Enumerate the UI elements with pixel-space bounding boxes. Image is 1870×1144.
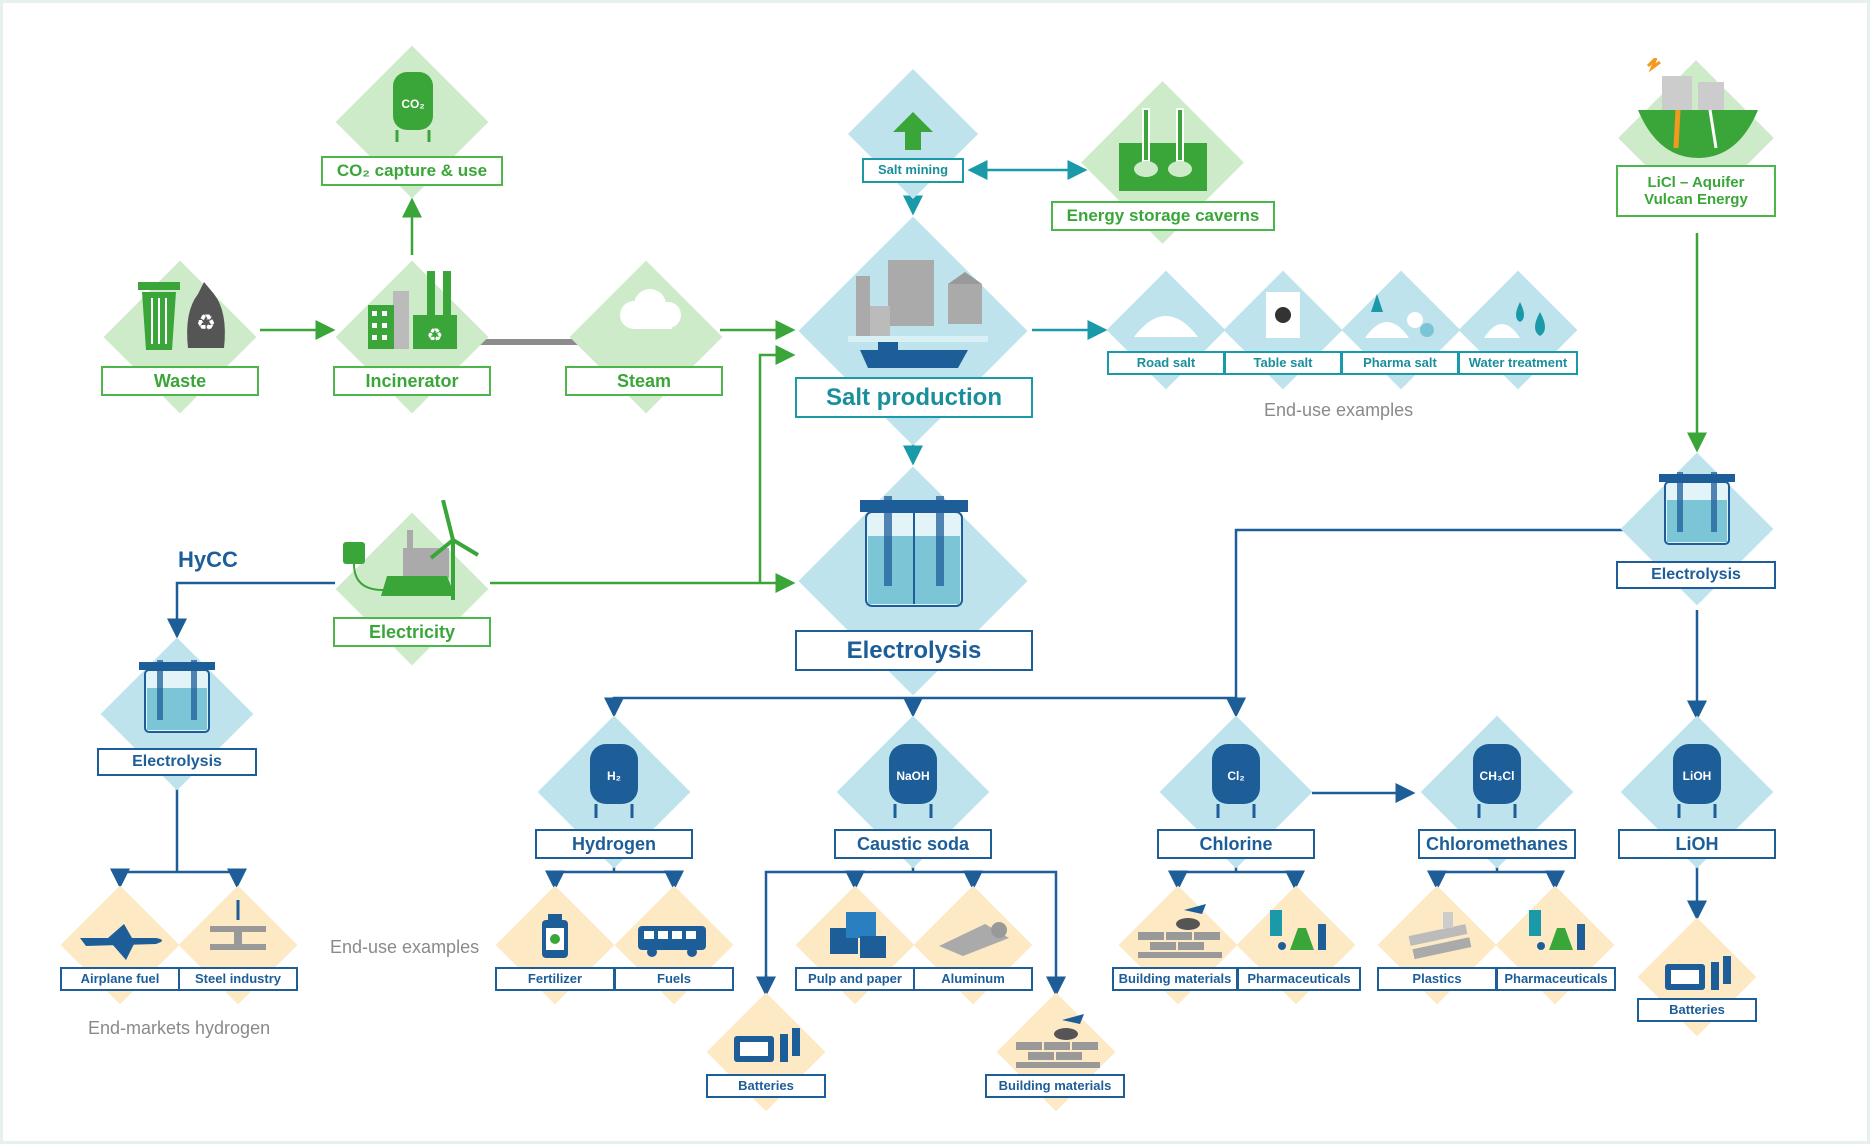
building-caustic-label: Building materials [985,1074,1125,1098]
salt-production-label: Salt production [795,377,1033,418]
licl-aquifer-icon [1638,58,1758,158]
hydrogen-tank-icon: H₂ [590,744,638,818]
chloromethanes-label: Chloromethanes [1418,829,1576,859]
bricks-chlorine-icon [1138,904,1222,958]
chlorine-tank-icon: Cl₂ [1212,744,1260,818]
plastic-pipes-icon [1408,912,1472,960]
electrolysis-branch-line [612,696,1246,718]
aluminum-label: Aluminum [913,967,1033,991]
pharma-flasks-icon [1270,910,1326,950]
caustic-split [764,870,1066,997]
fertilizer-label: Fertilizer [495,967,615,991]
pharma-salt-label: Pharma salt [1341,351,1459,375]
electrolysis-right-cell-icon [1659,472,1735,545]
co2-tank-text: CO₂ [401,97,424,111]
hycc-to-electrolysis-arrow [167,581,335,639]
end-markets-note: End-markets hydrogen [88,1018,271,1038]
bus-icon [638,926,706,957]
airplane-fuel-label: Airplane fuel [60,967,180,991]
hycc-split-left [110,868,177,889]
licl-aquifer-label: LiCl – Aquifer Vulcan Energy [1616,165,1776,217]
chlorine-tank-text: Cl₂ [1227,769,1244,783]
chlorine-label: Chlorine [1157,829,1315,859]
electrolysis-right-label: Electrolysis [1616,561,1776,589]
hycc-split-right [177,868,247,889]
pharma-flasks-2-icon [1529,910,1585,950]
energy-caverns-icon [1119,108,1207,191]
incinerator-label: Incinerator [333,366,491,396]
battery-lioh-icon [1665,956,1731,990]
co2-tank-icon: CO₂ [393,72,433,142]
caustic-soda-label: Caustic soda [834,829,992,859]
steel-beam-icon [210,900,266,950]
pulp-boxes-icon [830,912,886,958]
bricks-icon [1016,1014,1100,1068]
steam-label: Steam [565,366,723,396]
electrolysis-cell-icon [860,496,968,607]
pharma-chlorine-label: Pharmaceuticals [1237,967,1361,991]
chloromethanes-split [1435,870,1565,891]
hydrogen-label: Hydrogen [535,829,693,859]
salt-mining-icon [893,112,933,150]
water-treatment-label: Water treatment [1458,351,1578,375]
fertilizer-bottle-icon [542,914,568,958]
electrolysis-main-label: Electrolysis [795,630,1033,671]
svg-text:♻: ♻ [427,325,443,346]
chlorine-split [1176,870,1305,891]
plastics-label: Plastics [1377,967,1497,991]
table-salt-label: Table salt [1224,351,1342,375]
chloromethanes-tank-icon: CH₃Cl [1473,744,1521,818]
pulp-paper-label: Pulp and paper [795,967,915,991]
co2-capture-label: CO₂ capture & use [321,156,503,186]
pharma-salt-icon [1365,294,1434,338]
lioh-label: LiOH [1618,829,1776,859]
table-salt-box-icon [1266,292,1300,338]
hydrogen-split [553,870,684,891]
aluminum-roll-icon [939,922,1009,956]
batteries-lioh-label: Batteries [1637,998,1757,1022]
naoh-tank-text: NaOH [896,769,929,783]
batteries-caustic-label: Batteries [706,1074,826,1098]
electricity-to-salt-arrow [758,345,796,583]
energy-caverns-label: Energy storage caverns [1051,201,1275,231]
building-chlorine-label: Building materials [1112,967,1238,991]
chloromethanes-tank-text: CH₃Cl [1480,769,1515,783]
battery-icon [734,1028,800,1062]
electricity-label: Electricity [333,617,491,647]
road-salt-pile-icon [1134,316,1198,337]
end-use-note-products: End-use examples [330,937,480,957]
airplane-icon [80,924,162,960]
waste-bin-icon: ♻ [138,282,225,350]
fuels-label: Fuels [614,967,734,991]
salt-mining-label: Salt mining [862,158,964,183]
water-drops-icon [1484,302,1545,338]
naoh-tank-icon: NaOH [889,744,937,818]
steam-cloud-icon [620,289,681,329]
hydrogen-tank-text: H₂ [607,769,621,783]
lio-electrolysis-to-chlorine-arrow [1226,528,1624,718]
hycc-title: HyCC [178,547,238,572]
end-use-note-salt: End-use examples [1264,400,1414,420]
lioh-tank-text: LiOH [1683,769,1712,783]
salt-plant-icon [848,260,988,368]
waste-label: Waste [101,366,259,396]
svg-text:♻: ♻ [196,311,216,336]
electricity-icon [343,500,480,600]
steel-industry-label: Steel industry [178,967,298,991]
electrolysis-left-label: Electrolysis [97,748,257,776]
pharma-chloromethanes-label: Pharmaceuticals [1496,967,1616,991]
lioh-tank-icon: LiOH [1673,744,1721,818]
electrolysis-left-cell-icon [139,660,215,733]
road-salt-label: Road salt [1107,351,1225,375]
incinerator-factory-icon: ♻ [368,271,457,349]
